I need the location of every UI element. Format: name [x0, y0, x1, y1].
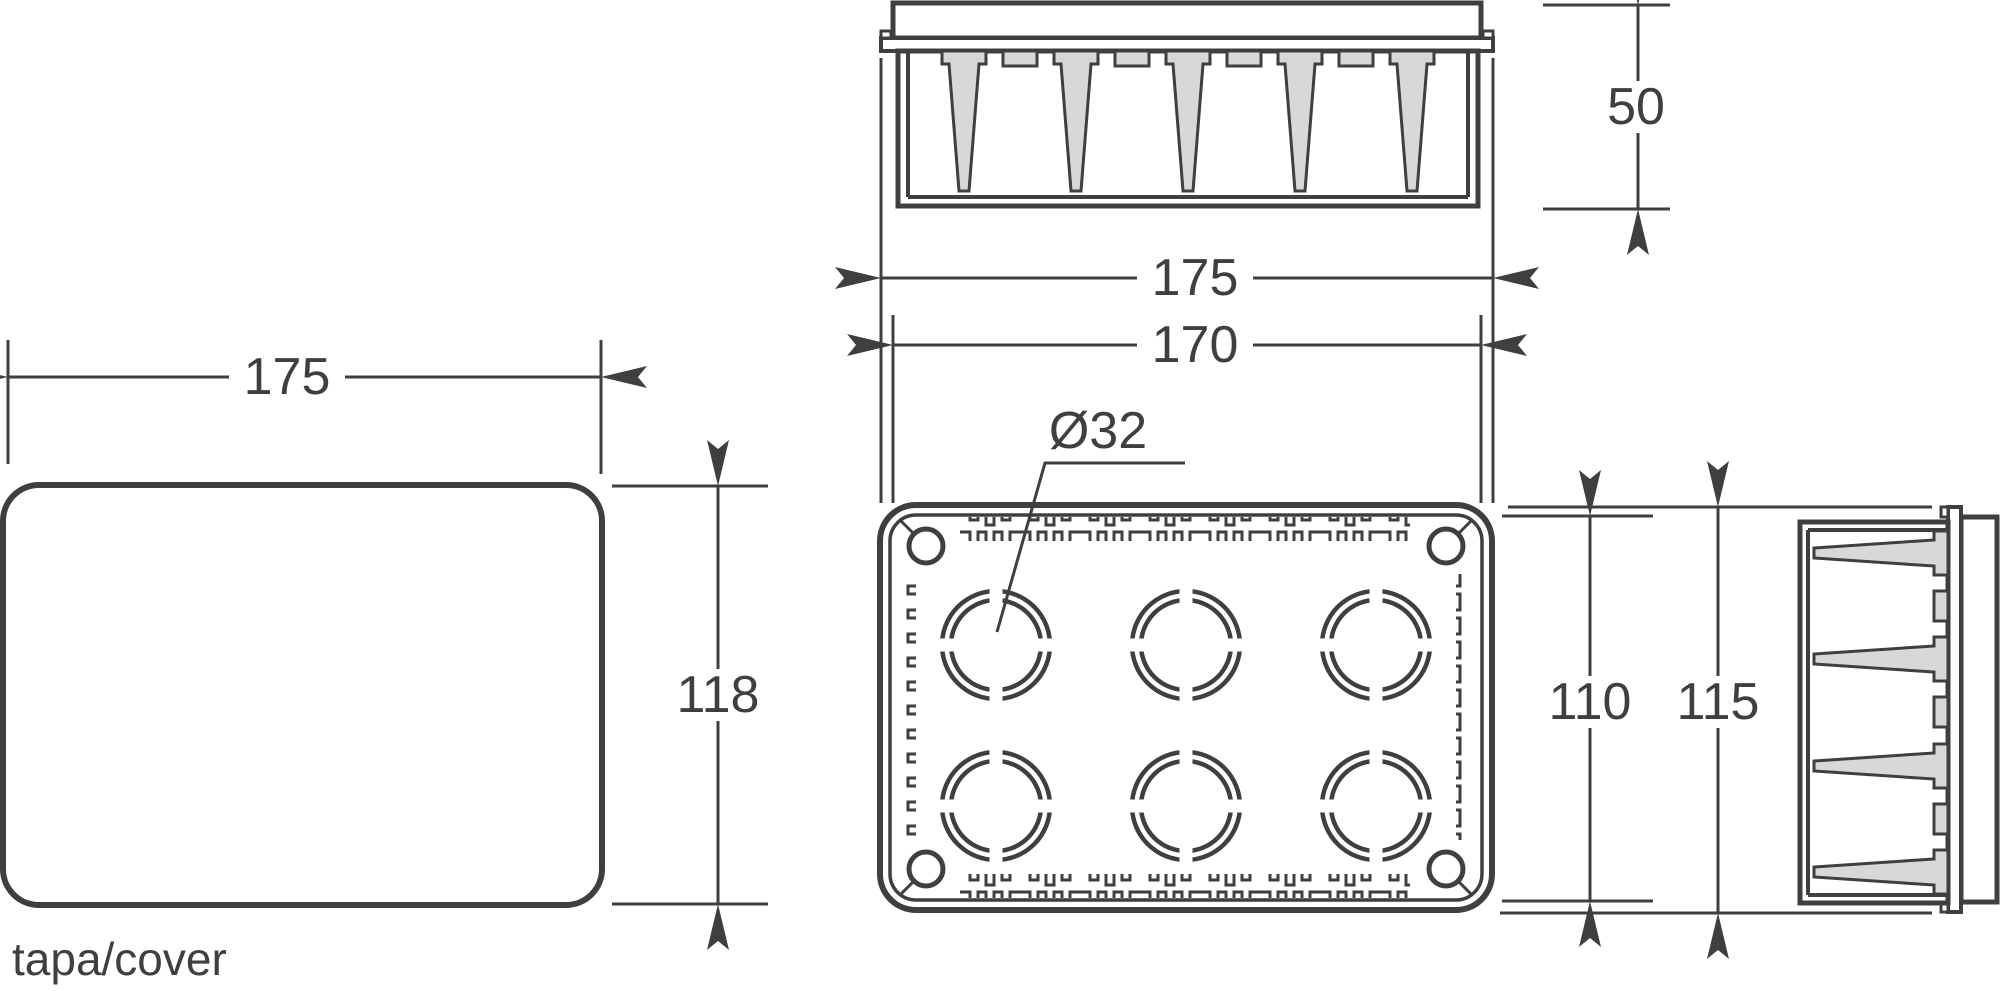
right-flange-lip [1939, 505, 1950, 519]
knockout-diameter-callout: Ø32 [995, 402, 1185, 633]
side-tooth [1388, 49, 1436, 193]
dimension-label-box [229, 351, 345, 403]
side-tab [1225, 49, 1263, 68]
castellation-strip-bottom [960, 874, 1410, 898]
cover-width-label: 175 [244, 348, 331, 406]
right-section-view [1797, 505, 2000, 914]
cover-caption: tapa/cover [12, 933, 227, 985]
right-body-outline [1797, 519, 1951, 906]
right-tooth [1812, 742, 1950, 790]
cover-outline [0, 482, 605, 908]
right-lid [1958, 514, 2000, 905]
plan-inner-height-label: 110 [1549, 673, 1632, 731]
side-lid [890, 0, 1484, 41]
right-tab [1932, 589, 1950, 623]
corner-screw-hole [1429, 852, 1463, 886]
side-height-label: 50 [1607, 78, 1665, 136]
cover-height-label: 118 [677, 666, 760, 724]
plan-inner-width-dimension: 170 [847, 315, 1527, 503]
plan-inner-width-label: 170 [1152, 316, 1239, 374]
plan-outer-width-dimension: 175 [835, 58, 1539, 503]
side-tooth [1276, 49, 1324, 193]
side-tab [1113, 49, 1151, 68]
side-flange-lip [879, 29, 893, 40]
side-tab [1337, 49, 1375, 68]
side-tooth [1164, 49, 1212, 193]
cover-view: 175 118 tapa/cover [0, 340, 776, 985]
dimension-label-box [660, 669, 776, 721]
screw-corner-tick [899, 519, 916, 536]
dimension-label-box [1137, 252, 1253, 304]
side-section-view: 50 [879, 0, 1682, 255]
plan-outer-height-label: 115 [1677, 673, 1760, 731]
plan-view: Ø32 [877, 402, 1495, 913]
leader-line [995, 461, 1185, 633]
right-tooth [1812, 529, 1950, 577]
corner-screw-hole [1429, 529, 1463, 563]
plan-outer-height-dimension: 115 [1500, 461, 1932, 959]
castellation-strip-right [1456, 574, 1480, 840]
side-tooth [940, 49, 988, 193]
dimension-label-box [1532, 676, 1648, 728]
side-tab [1001, 49, 1039, 68]
screw-corner-tick [1456, 519, 1473, 536]
castellation-strip-top [960, 517, 1410, 541]
screw-corner-tick [899, 879, 916, 896]
right-tab [1932, 802, 1950, 836]
side-tooth [1052, 49, 1100, 193]
knockout-diameter-label: Ø32 [1049, 402, 1147, 460]
right-tooth [1812, 635, 1950, 683]
dimension-label-box [1660, 676, 1776, 728]
plan-inner-height-dimension: 110 [1502, 470, 1653, 947]
dimension-label-box [1590, 81, 1682, 133]
corner-screw-hole [909, 852, 943, 886]
screw-corner-tick [1456, 879, 1473, 896]
castellation-strip-left [892, 574, 916, 840]
side-height-dimension: 50 [1543, 0, 1682, 255]
cover-width-dimension: 175 [0, 340, 647, 474]
plan-outer-width-label: 175 [1152, 249, 1239, 307]
dimension-label-box [1137, 319, 1253, 371]
right-tooth [1812, 848, 1950, 896]
corner-screw-hole [909, 529, 943, 563]
cover-height-dimension: 118 [612, 440, 776, 950]
side-flange-lip [1481, 29, 1495, 40]
right-tab [1932, 695, 1950, 729]
